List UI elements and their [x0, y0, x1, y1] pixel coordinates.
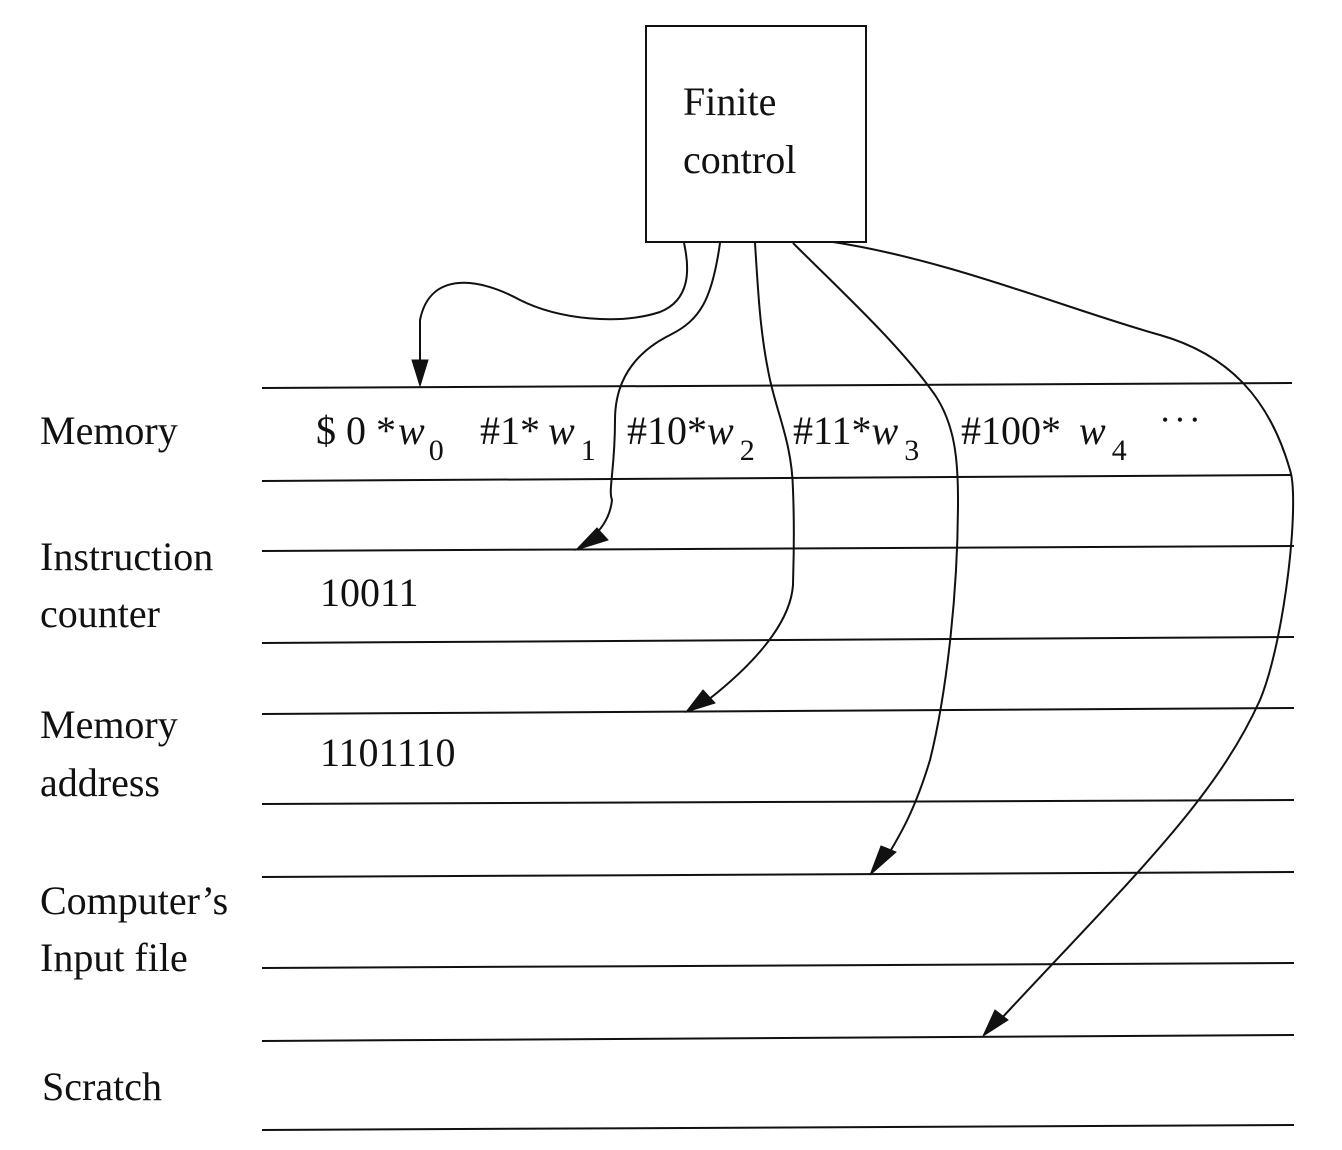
- instruction-counter-head-pointer: [591, 242, 721, 539]
- tape-lines: [261, 382, 1295, 1131]
- memory-address-top-line: [261, 707, 1295, 715]
- input-file-label-line2: Input file: [40, 935, 188, 980]
- memory-address-label-line2: address: [40, 760, 160, 805]
- instruction-counter-label-line1: Instruction: [40, 534, 213, 579]
- head-pointers: [411, 241, 1295, 1038]
- instruction-counter-head-arrowhead: [574, 527, 609, 552]
- scratch-top-line: [261, 1034, 1295, 1042]
- scratch-bottom-line: [261, 1124, 1295, 1131]
- memory-head-pointer: [419, 242, 689, 362]
- scratch-head-arrowhead: [981, 1009, 1009, 1038]
- input-file-top-line: [261, 871, 1295, 878]
- scratch-label: Scratch: [42, 1064, 162, 1109]
- scratch-head-pointer: [832, 241, 1295, 1021]
- memory-tape-top-line: [261, 382, 1293, 389]
- memory-address-head-pointer: [707, 242, 795, 701]
- memory-ellipsis: • • •: [1162, 410, 1200, 430]
- finite-control-box: [645, 25, 867, 243]
- memory-head-arrowhead: [411, 359, 429, 388]
- memory-label: Memory: [40, 408, 178, 453]
- instruction-counter-label-line2: counter: [40, 591, 160, 636]
- instruction-counter-bottom-line: [261, 636, 1295, 644]
- instruction-counter-value: 10011: [320, 570, 419, 615]
- memory-address-head-arrowhead: [684, 689, 716, 713]
- input-file-label-line1: Computer’s: [40, 878, 228, 923]
- memory-address-bottom-line: [261, 799, 1295, 805]
- instruction-counter-top-line: [261, 545, 1295, 552]
- tape-labels: Memory Instruction counter Memory addres…: [40, 408, 228, 1109]
- input-file-bottom-line: [261, 962, 1295, 969]
- input-file-head-pointer: [792, 242, 960, 856]
- finite-control-label-line2: control: [683, 137, 796, 182]
- memory-address-label-line1: Memory: [40, 702, 178, 747]
- finite-control: Finite control: [645, 25, 867, 243]
- memory-tape-bottom-line: [261, 474, 1293, 482]
- input-file-head-arrowhead: [869, 845, 897, 876]
- memory-address-value: 1101110: [320, 730, 456, 775]
- finite-control-label-line1: Finite: [683, 79, 776, 124]
